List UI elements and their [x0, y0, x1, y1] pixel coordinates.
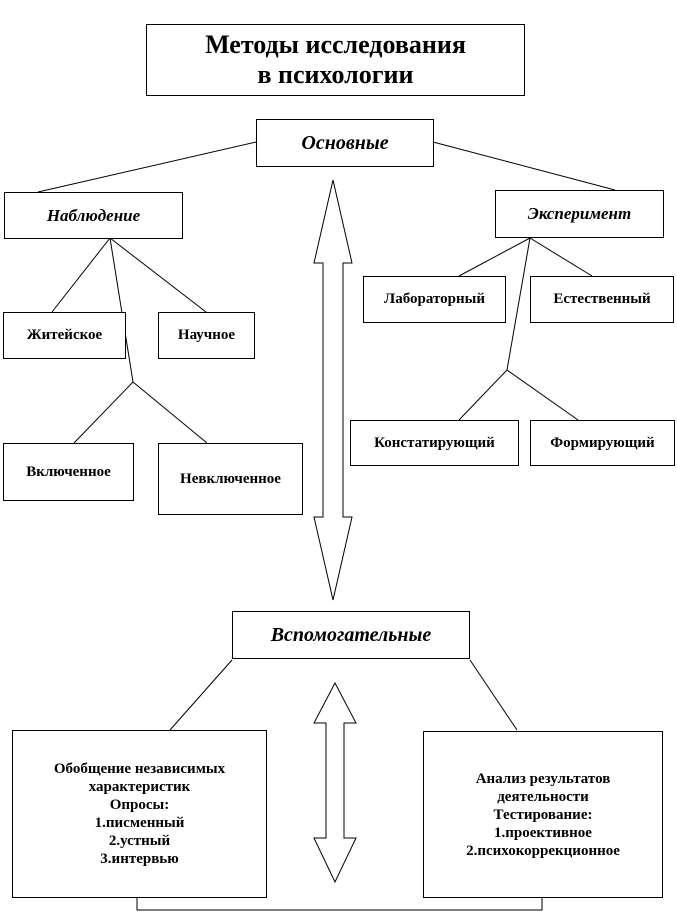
testing-projective: 1.проективное [494, 824, 592, 841]
title-box: Методы исследования в психологии [146, 24, 525, 96]
line-experiment-to-natural [529, 237, 593, 277]
observation-box: Наблюдение [4, 192, 183, 239]
auxiliary-methods-box: Вспомогательные [232, 611, 470, 659]
generalization-line-1: Обобщение независимых [53, 761, 226, 777]
included-observation-label: Включенное [26, 463, 111, 480]
testing-psychocorrection: 2.психокоррекционное [466, 842, 620, 859]
double-arrow-small [313, 681, 357, 884]
survey-oral: 2.устный [108, 833, 171, 849]
line-experiment-stem [506, 237, 531, 371]
ascertaining-experiment-label: Констатирующий [374, 434, 495, 451]
double-arrow-large [313, 179, 353, 601]
generalization-line-2: характеристик [88, 779, 191, 795]
main-methods-label: Основные [301, 131, 389, 154]
line-osnovnye-to-experiment [432, 141, 616, 191]
laboratory-experiment-label: Лабораторный [384, 291, 485, 307]
line-observation-stem [109, 237, 134, 383]
ascertaining-experiment-box: Констатирующий [350, 420, 519, 466]
laboratory-experiment-box: Лабораторный [363, 276, 506, 323]
line-observation-to-everyday [51, 237, 111, 313]
experiment-box: Эксперимент [495, 190, 664, 238]
survey-interview: 3.интервью [100, 851, 179, 867]
everyday-observation-box: Житейское [3, 312, 126, 359]
observation-label: Наблюдение [46, 205, 141, 225]
included-observation-box: Включенное [3, 443, 134, 501]
line-aux-to-left [169, 659, 233, 731]
line-aux-to-right [469, 659, 518, 731]
surveys-heading: Опросы: [109, 797, 170, 813]
testing-heading: Тестирование: [493, 806, 593, 823]
forming-experiment-box: Формирующий [530, 420, 675, 466]
line-stem-to-ascertaining [458, 369, 508, 421]
forming-experiment-label: Формирующий [550, 434, 655, 451]
generalization-surveys-box: Обобщение независимых характеристик Опро… [12, 730, 267, 898]
title-line-2: в психологии [257, 60, 414, 89]
line-experiment-to-laboratory [458, 237, 531, 277]
title-line-1: Методы исследования [205, 30, 466, 59]
auxiliary-methods-label: Вспомогательные [270, 623, 432, 646]
not-included-observation-label: Невключенное [180, 470, 281, 487]
bottom-bracket-line [136, 898, 543, 911]
survey-written: 1.писменный [94, 815, 185, 831]
experiment-label: Эксперимент [527, 204, 632, 223]
line-stem-to-forming [506, 369, 579, 421]
main-methods-box: Основные [256, 119, 434, 167]
activity-analysis-line-2: деятельности [497, 788, 589, 805]
activity-analysis-testing-box: Анализ результатов деятельности Тестиров… [423, 731, 663, 898]
natural-experiment-label: Естественный [553, 291, 651, 307]
not-included-observation-box: Невключенное [158, 443, 303, 515]
scientific-observation-box: Научное [158, 312, 255, 359]
line-stem-to-included [73, 381, 134, 444]
natural-experiment-box: Естественный [530, 276, 674, 323]
line-osnovnye-to-observation [37, 141, 257, 193]
line-observation-to-scientific [109, 237, 207, 313]
scientific-observation-label: Научное [177, 327, 236, 343]
line-stem-to-not-included [132, 381, 208, 444]
everyday-observation-label: Житейское [26, 327, 103, 343]
activity-analysis-line-1: Анализ результатов [475, 770, 611, 787]
